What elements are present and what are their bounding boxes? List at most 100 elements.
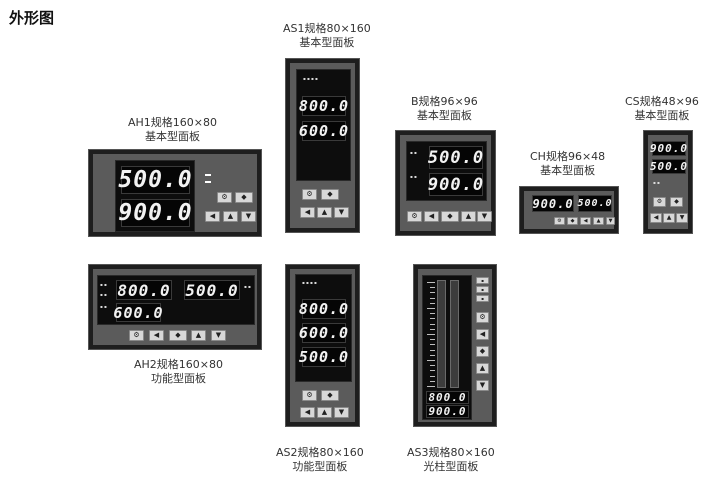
cs-display-sv: 500.0 (649, 159, 689, 174)
ch-panel: 900.0 500.0 ⚙ ◆ ◀ ▲ ▼ (519, 186, 619, 234)
ah1-panel-face: 500.0 900.0 ⚙ ◆ ◀ ▲ ▼ (93, 154, 257, 232)
as3-scale-tick (427, 282, 435, 283)
as3-scale-tick (430, 339, 435, 341)
cs-caption-model: CS规格48×96 (625, 95, 699, 108)
ah2-screen: ▪ ▪ ▪ ▪ ▪ ▪ 800.0 500.0 600.0 ▪ ▪ (97, 275, 255, 325)
b-panel-face: ▪ ▪ ▪ ▪ 500.0 900.0 ⚙ ◀ ◆ ▲ ▼ (400, 135, 492, 231)
ah1-indicator-led (205, 174, 211, 176)
as2-down-button[interactable]: ▼ (334, 407, 349, 418)
as1-set-button[interactable]: ⚙ (302, 189, 317, 200)
as2-left-button[interactable]: ◀ (300, 407, 315, 418)
as3-scale-tick (430, 375, 435, 377)
ah1-caption: AH1规格160×80 基本型面板 (128, 116, 217, 144)
as3-indicator-tag: ▪ (476, 277, 489, 284)
b-left-button[interactable]: ◀ (424, 211, 439, 222)
cs-up-button[interactable]: ▲ (663, 213, 675, 223)
as1-panel: ▪ ▪ ▪ ▪ 800.0 600.0 ⚙ ◆ ◀ ▲ ▼ (285, 58, 360, 233)
b-set-button[interactable]: ⚙ (407, 211, 422, 222)
as1-up-button[interactable]: ▲ (317, 207, 332, 218)
b-shift-button[interactable]: ◆ (441, 211, 459, 222)
as3-display-pv: 800.0 (426, 391, 469, 404)
as2-up-button[interactable]: ▲ (317, 407, 332, 418)
as2-display-pv: 800.0 (298, 299, 350, 319)
as2-panel-face: ▪ ▪ ▪ ▪ 800.0 600.0 500.0 ⚙ ◆ ◀ ▲ ▼ (290, 269, 355, 422)
ah2-display-sv: 500.0 (184, 280, 240, 300)
as2-caption-model: AS2规格80×160 (276, 446, 364, 459)
ah2-indicator-tag: ▪ ▪ (100, 282, 107, 287)
ah2-indicator-tag: ▪ ▪ (100, 304, 107, 309)
as3-indicator-tag: ▪ (476, 286, 489, 293)
ah1-left-button[interactable]: ◀ (205, 211, 220, 222)
cs-indicator-tag: ▪ ▪ (653, 180, 660, 185)
b-up-button[interactable]: ▲ (461, 211, 476, 222)
as1-caption-type: 基本型面板 (299, 36, 355, 49)
as3-caption-model: AS3规格80×160 (407, 446, 495, 459)
ch-display-pv: 900.0 (532, 195, 574, 212)
ch-up-button[interactable]: ▲ (593, 217, 604, 225)
as3-shift-button[interactable]: ◆ (476, 346, 489, 357)
ch-caption-type: 基本型面板 (540, 164, 596, 177)
as3-scale-tick (430, 287, 435, 289)
cs-left-button[interactable]: ◀ (650, 213, 662, 223)
as3-scale-tick (430, 318, 435, 320)
b-caption-type: 基本型面板 (416, 109, 472, 122)
ch-caption: CH规格96×48 基本型面板 (530, 150, 605, 178)
as3-down-button[interactable]: ▼ (476, 380, 489, 391)
cs-display-pv: 900.0 (649, 141, 689, 156)
as3-scale-tick (430, 292, 435, 294)
cs-caption-type: 基本型面板 (634, 109, 690, 122)
as3-scale-tick (427, 360, 435, 361)
as1-down-button[interactable]: ▼ (334, 207, 349, 218)
ah2-caption: AH2规格160×80 功能型面板 (134, 358, 223, 386)
as1-left-button[interactable]: ◀ (300, 207, 315, 218)
ah2-set-button[interactable]: ⚙ (129, 330, 144, 341)
page-title: 外形图 (9, 9, 55, 27)
b-display-sv: 900.0 (427, 173, 485, 196)
as3-scale-tick (430, 297, 435, 299)
as3-set-button[interactable]: ⚙ (476, 312, 489, 323)
ah2-up-button[interactable]: ▲ (191, 330, 206, 341)
ch-set-button[interactable]: ⚙ (554, 217, 565, 225)
as2-indicator-tag: ▪ ▪ ▪ ▪ (302, 280, 317, 285)
as3-scale-tick (430, 323, 435, 325)
ah1-up-button[interactable]: ▲ (223, 211, 238, 222)
ah1-down-button[interactable]: ▼ (241, 211, 256, 222)
as1-display-sv: 600.0 (298, 121, 350, 141)
as3-caption-type: 光柱型面板 (423, 460, 479, 473)
cs-shift-button[interactable]: ◆ (670, 197, 683, 207)
as3-left-button[interactable]: ◀ (476, 329, 489, 340)
cs-set-button[interactable]: ⚙ (653, 197, 666, 207)
ah1-shift-button[interactable]: ◆ (235, 192, 253, 203)
cs-down-button[interactable]: ▼ (676, 213, 688, 223)
as3-scale-tick (430, 328, 435, 330)
as3-scale-tick (430, 313, 435, 315)
as1-shift-button[interactable]: ◆ (321, 189, 339, 200)
b-panel: ▪ ▪ ▪ ▪ 500.0 900.0 ⚙ ◀ ◆ ▲ ▼ (395, 130, 496, 236)
b-indicator-tag: ▪ ▪ (410, 150, 417, 155)
ah2-left-button[interactable]: ◀ (149, 330, 164, 341)
as3-scale-tick (427, 334, 435, 335)
as2-shift-button[interactable]: ◆ (321, 390, 339, 401)
b-down-button[interactable]: ▼ (477, 211, 492, 222)
as2-display-mv: 500.0 (298, 347, 350, 367)
as3-up-button[interactable]: ▲ (476, 363, 489, 374)
ah1-display-sv: 900.0 (118, 199, 193, 227)
ah1-set-button[interactable]: ⚙ (217, 192, 232, 203)
ah2-shift-button[interactable]: ◆ (169, 330, 187, 341)
ah2-down-button[interactable]: ▼ (211, 330, 226, 341)
as2-panel: ▪ ▪ ▪ ▪ 800.0 600.0 500.0 ⚙ ◆ ◀ ▲ ▼ (285, 264, 360, 427)
ah2-indicator-tag: ▪ ▪ (244, 284, 251, 289)
ch-left-button[interactable]: ◀ (580, 217, 591, 225)
as3-scale-tick (430, 349, 435, 351)
cs-panel: 900.0 500.0 ▪ ▪ ⚙ ◆ ◀ ▲ ▼ (643, 130, 693, 234)
as3-bar-graph-sv (450, 280, 459, 388)
as2-set-button[interactable]: ⚙ (302, 390, 317, 401)
cs-caption: CS规格48×96 基本型面板 (625, 95, 699, 123)
as3-caption: AS3规格80×160 光柱型面板 (407, 446, 495, 474)
ch-down-button[interactable]: ▼ (606, 217, 615, 225)
ch-shift-button[interactable]: ◆ (567, 217, 578, 225)
b-display-pv: 500.0 (427, 146, 485, 169)
ah2-caption-model: AH2规格160×80 (134, 358, 224, 371)
as3-display-sv: 900.0 (426, 405, 469, 418)
as1-panel-face: ▪ ▪ ▪ ▪ 800.0 600.0 ⚙ ◆ ◀ ▲ ▼ (290, 63, 355, 228)
